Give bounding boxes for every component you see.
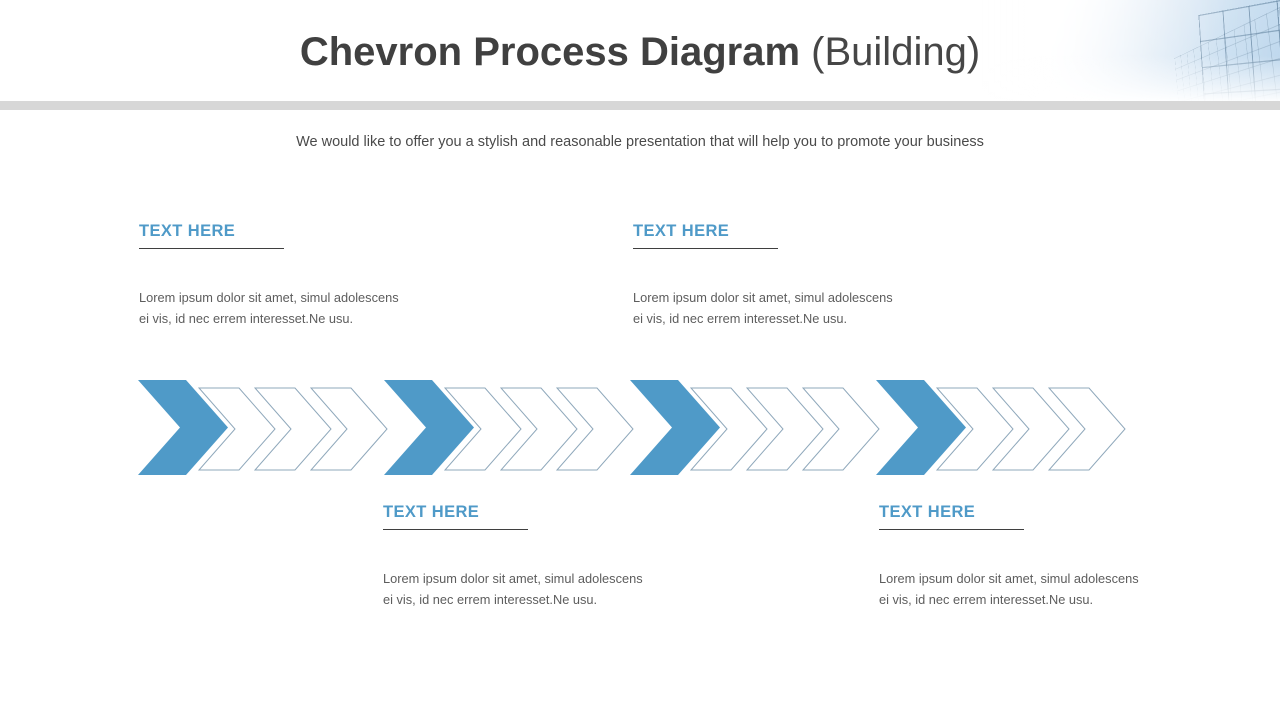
- chevron-outline-3-3[interactable]: [802, 387, 880, 471]
- slide-header: Chevron Process Diagram (Building): [0, 0, 1280, 101]
- page-title-main: Chevron Process Diagram: [299, 30, 801, 74]
- text-block-2: TEXT HERE Lorem ipsum dolor sit amet, si…: [633, 221, 933, 329]
- page-title-suffix: (Building): [811, 30, 981, 74]
- text-block-2-heading: TEXT HERE: [633, 222, 730, 240]
- chevron-outline-1-3[interactable]: [310, 387, 388, 471]
- chevron-outline-2-1[interactable]: [444, 387, 522, 471]
- text-block-3-body: Lorem ipsum dolor sit amet, simul adoles…: [383, 571, 643, 607]
- text-block-4: TEXT HERE Lorem ipsum dolor sit amet, si…: [879, 502, 1179, 610]
- chevron-outline-2-3[interactable]: [556, 387, 634, 471]
- chevron-outline-4-2[interactable]: [992, 387, 1070, 471]
- chevron-outline-3-1[interactable]: [690, 387, 768, 471]
- chevron-outline-3-2[interactable]: [746, 387, 824, 471]
- text-block-2-rule: [633, 248, 778, 249]
- text-block-4-body: Lorem ipsum dolor sit amet, simul adoles…: [879, 571, 1139, 607]
- text-block-1-heading: TEXT HERE: [139, 222, 236, 240]
- chevron-outline-1-2[interactable]: [254, 387, 332, 471]
- chevron-outline-2-2[interactable]: [500, 387, 578, 471]
- slide-subtitle: We would like to offer you a stylish and…: [296, 134, 984, 150]
- chevron-filled-3[interactable]: [630, 380, 720, 475]
- chevron-filled-4[interactable]: [876, 380, 966, 475]
- chevron-filled-2[interactable]: [384, 380, 474, 475]
- text-block-4-heading: TEXT HERE: [879, 503, 976, 521]
- building-photo: [980, 0, 1280, 101]
- text-block-1-body: Lorem ipsum dolor sit amet, simul adoles…: [139, 290, 399, 326]
- text-block-3: TEXT HERE Lorem ipsum dolor sit amet, si…: [383, 502, 683, 610]
- page-title: Chevron Process Diagram (Building): [0, 26, 1280, 78]
- header-divider: [0, 101, 1280, 110]
- text-block-1: TEXT HERE Lorem ipsum dolor sit amet, si…: [139, 221, 439, 329]
- chevron-process-diagram: [0, 378, 1280, 478]
- chevron-outline-4-1[interactable]: [936, 387, 1014, 471]
- chevron-filled-1[interactable]: [138, 380, 228, 475]
- text-block-4-rule: [879, 529, 1024, 530]
- text-block-3-heading: TEXT HERE: [383, 503, 480, 521]
- chevron-outline-1-1[interactable]: [198, 387, 276, 471]
- text-block-1-rule: [139, 248, 284, 249]
- chevron-outline-4-3[interactable]: [1048, 387, 1126, 471]
- text-block-2-body: Lorem ipsum dolor sit amet, simul adoles…: [633, 290, 893, 326]
- photo-fade-bottom: [980, 0, 1280, 101]
- text-block-3-rule: [383, 529, 528, 530]
